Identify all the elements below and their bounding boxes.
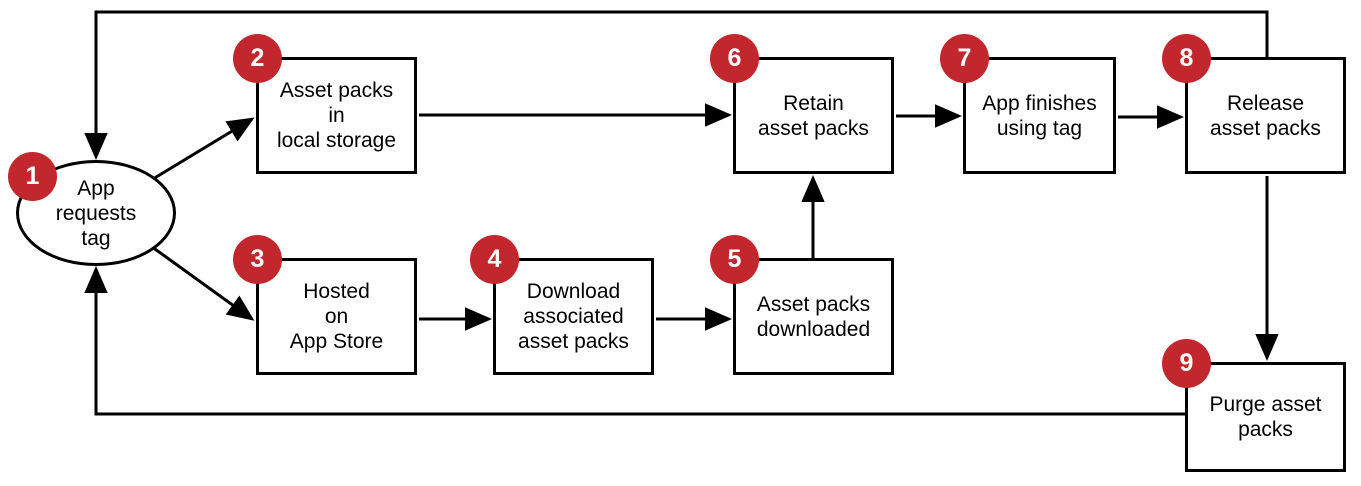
node-5[interactable]: Asset packs downloaded <box>733 258 894 375</box>
node-7-label: App finishes using tag <box>982 91 1097 140</box>
node-2-step-badge: 2 <box>233 34 282 83</box>
node-2[interactable]: Asset packs in local storage <box>256 57 417 174</box>
node-7[interactable]: App finishes using tag <box>963 57 1116 174</box>
node-7-step-badge: 7 <box>940 34 989 83</box>
node-4-label: Download associated asset packs <box>518 280 629 353</box>
node-3-step-badge: 3 <box>233 235 282 284</box>
node-4[interactable]: Download associated asset packs <box>493 258 654 375</box>
node-3[interactable]: Hosted on App Store <box>256 258 417 375</box>
node-5-label: Asset packs downloaded <box>756 292 871 341</box>
node-1-step-badge: 1 <box>8 152 57 201</box>
edge-8-to-1 <box>84 10 1269 160</box>
node-3-label: Hosted on App Store <box>289 280 384 353</box>
node-6-label: Retain asset packs <box>758 91 869 140</box>
node-9-label: Purge asset packs <box>1209 393 1322 441</box>
node-8-step-badge: 8 <box>1162 34 1211 83</box>
node-8[interactable]: Release asset packs <box>1185 57 1346 174</box>
edge-1-to-3 <box>147 242 255 321</box>
node-6-step-badge: 6 <box>710 34 759 83</box>
node-6[interactable]: Retain asset packs <box>733 57 894 174</box>
edge-1-to-2 <box>147 117 255 184</box>
node-9-step-badge: 9 <box>1162 339 1211 388</box>
node-5-step-badge: 5 <box>710 235 759 284</box>
node-8-label: Release asset packs <box>1210 91 1321 140</box>
node-1-label: App requests tag <box>55 176 137 250</box>
node-9[interactable]: Purge asset packs <box>1185 362 1346 472</box>
node-4-step-badge: 4 <box>470 235 519 284</box>
node-2-label: Asset packs in local storage <box>276 79 397 152</box>
edge-9-to-1 <box>84 266 1186 416</box>
